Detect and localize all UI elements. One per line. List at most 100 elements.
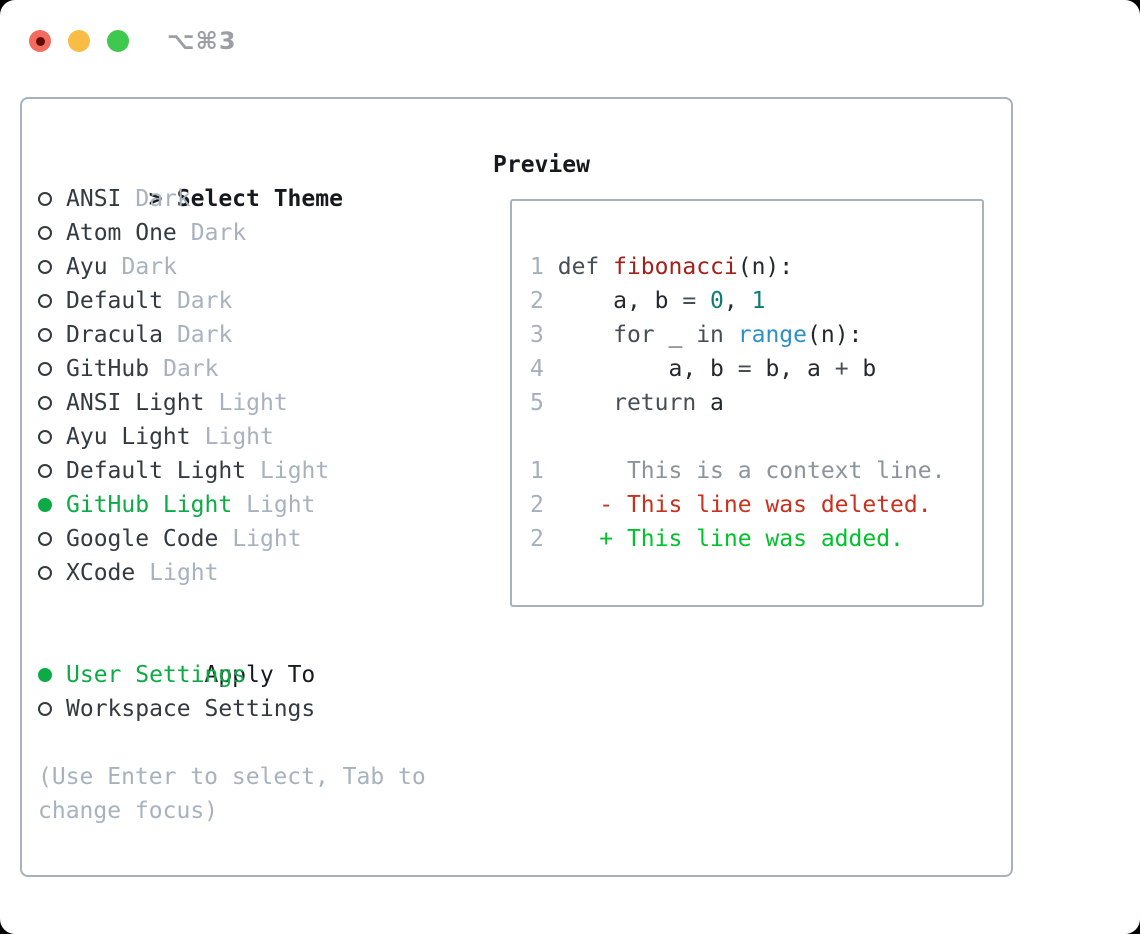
code-segment-keyword: in [696, 322, 738, 348]
radio-unselected-icon [38, 284, 66, 318]
code-segment-plain: a [710, 390, 724, 416]
option-label: GitHub [66, 356, 150, 382]
radio-circle [38, 498, 52, 512]
radio-circle [38, 226, 52, 240]
code-line: 3 for _ in range(n): [530, 318, 982, 352]
preview-title: Preview [493, 152, 590, 178]
code-line: 5 return a [530, 386, 982, 420]
theme-variant-label: Light [149, 560, 219, 586]
traffic-lights [29, 30, 146, 52]
apply-option-workspace-settings[interactable]: Workspace Settings [38, 692, 438, 726]
apply-to-title: Apply To [204, 662, 316, 688]
titlebar: ⌥⌘3 [29, 27, 237, 55]
code-line: 2 a, b = 0, 1 [530, 284, 982, 318]
theme-item-xcode[interactable]: XCode Light [38, 556, 438, 590]
code-segment-number: 1 [751, 288, 766, 314]
option-label: ANSI Light [66, 390, 205, 416]
theme-item-ansi-light[interactable]: ANSI Light Light [38, 386, 438, 420]
theme-variant-label: Dark [163, 356, 219, 382]
code-segment-added: + This line was added. [557, 526, 904, 552]
radio-unselected-icon [38, 556, 66, 590]
option-label: Workspace Settings [66, 696, 316, 722]
theme-variant-label: Dark [135, 186, 191, 212]
theme-variant-label: Light [204, 424, 274, 450]
radio-unselected-icon [38, 692, 66, 726]
code-segment-keyword: return [613, 390, 711, 416]
code-segment-deleted: - This line was deleted. [557, 492, 932, 518]
code-line: 1 This is a context line. [530, 454, 982, 488]
close-button[interactable] [29, 30, 51, 52]
radio-unselected-icon [38, 352, 66, 386]
radio-unselected-icon [38, 318, 66, 352]
radio-circle [38, 260, 52, 274]
minimize-button[interactable] [68, 30, 90, 52]
hint-text: (Use Enter to select, Tab to change focu… [38, 764, 426, 824]
radio-unselected-icon [38, 182, 66, 216]
apply-option-user-settings[interactable]: User Settings [38, 658, 438, 692]
code-segment-plain: (n): [807, 322, 863, 348]
select-theme-title: Select Theme [176, 186, 343, 212]
line-number: 5 [530, 390, 544, 416]
line-number: 2 [530, 492, 544, 518]
code-segment-plain [558, 322, 613, 348]
theme-variant-label: Light [232, 526, 302, 552]
code-segment-plain: , [723, 288, 752, 314]
line-number: 1 [530, 254, 544, 280]
theme-variant-label: Light [260, 458, 330, 484]
radio-selected-icon [38, 488, 66, 522]
theme-item-github-light[interactable]: GitHub Light Light [38, 488, 438, 522]
code-segment-context: This is a context line. [557, 458, 946, 484]
option-label: ANSI [66, 186, 122, 212]
radio-circle [38, 430, 52, 444]
code-segment-keyword: = [737, 356, 766, 382]
theme-item-default-light[interactable]: Default Light Light [38, 454, 438, 488]
option-label: XCode [66, 560, 136, 586]
zoom-button[interactable] [107, 30, 129, 52]
option-label: Default [66, 288, 163, 314]
cursor-arrow-icon: > [148, 186, 163, 212]
radio-unselected-icon [38, 216, 66, 250]
code-segment-function: fibonacci [613, 254, 738, 280]
code-segment-plain: a, b [557, 356, 738, 382]
theme-item-ayu-light[interactable]: Ayu Light Light [38, 420, 438, 454]
radio-circle [38, 668, 52, 682]
line-number: 4 [530, 356, 544, 382]
radio-circle [38, 294, 52, 308]
code-segment-plain: b [862, 356, 877, 382]
line-number: 1 [530, 458, 544, 484]
option-label: Ayu Light [66, 424, 191, 450]
radio-selected-icon [38, 658, 66, 692]
code-segment-plain: b, a [765, 356, 835, 382]
option-label: Default Light [66, 458, 247, 484]
theme-variant-label: Light [218, 390, 288, 416]
radio-circle [38, 532, 52, 546]
option-label: Atom One [66, 220, 177, 246]
code-line: 4 a, b = b, a + b [530, 352, 982, 386]
theme-variant-label: Light [246, 492, 316, 518]
line-number: 3 [530, 322, 544, 348]
theme-variant-label: Dark [121, 254, 177, 280]
theme-item-github[interactable]: GitHub Dark [38, 352, 438, 386]
radio-circle [38, 396, 52, 410]
code-segment-keyword: + [834, 356, 863, 382]
theme-variant-label: Dark [176, 322, 233, 348]
code-segment-keyword: = [682, 288, 711, 314]
code-segment-plain: a, b [557, 288, 683, 314]
option-label: GitHub Light [66, 492, 233, 518]
code-line: 2 - This line was deleted. [530, 488, 982, 522]
theme-item-ansi[interactable]: ANSI Dark [38, 182, 438, 216]
radio-unselected-icon [38, 420, 66, 454]
line-number: 2 [530, 526, 544, 552]
radio-unselected-icon [38, 386, 66, 420]
